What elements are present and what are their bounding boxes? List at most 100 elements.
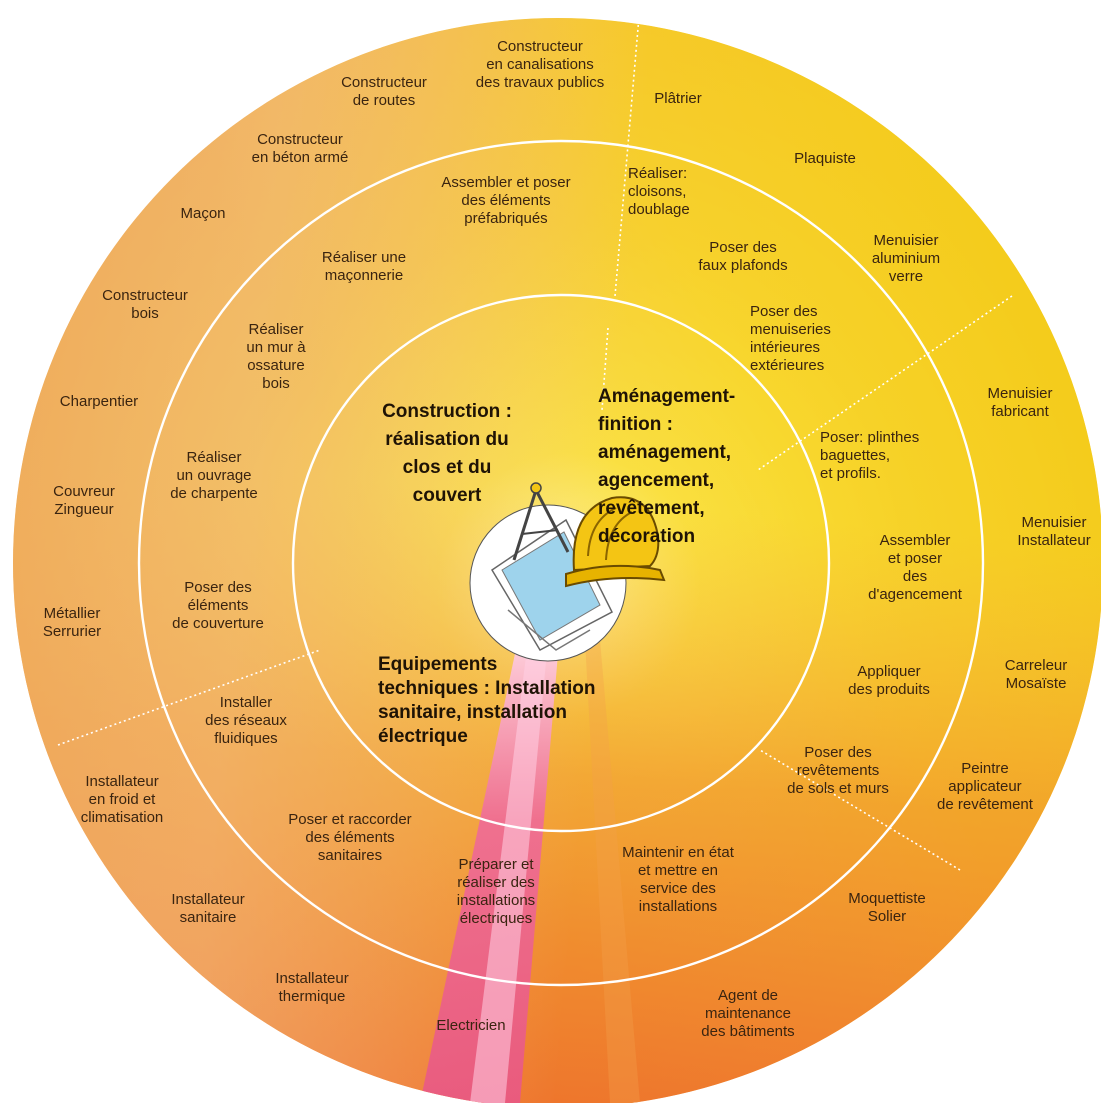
trade-label-line: Agent de xyxy=(718,987,778,1004)
outer-ring-boundary xyxy=(137,139,985,987)
trade-label-line: Plâtrier xyxy=(654,90,702,107)
skill-label-line: Poser et raccorder xyxy=(288,811,411,828)
skill-label-line: et mettre en xyxy=(638,862,718,879)
skill-label-line: et profils. xyxy=(820,465,881,482)
skill-label-line: bois xyxy=(262,375,290,392)
trade-label-line: Menuisier xyxy=(1021,514,1086,531)
trade-label-line: Mosaïste xyxy=(1006,675,1067,692)
skill-label-line: Réaliser xyxy=(186,449,241,466)
skill-label-line: Assembler xyxy=(880,532,951,549)
trade-label: Charpentier xyxy=(60,393,138,410)
sector-separators xyxy=(57,4,1013,871)
skill-label-line: de sols et murs xyxy=(787,780,889,797)
skill-label-line: extérieures xyxy=(750,357,824,374)
trade-label-line: thermique xyxy=(279,988,346,1005)
skill-label-line: Installer xyxy=(220,694,273,711)
skill-label-line: Poser des xyxy=(709,239,777,256)
skill-label-line: cloisons, xyxy=(628,183,686,200)
trade-label-line: Menuisier xyxy=(987,385,1052,402)
sector-title-equipements-line: sanitaire, installation xyxy=(378,702,567,723)
skill-label-line: installations xyxy=(639,898,717,915)
skill-label-line: ossature xyxy=(247,357,305,374)
skill-label-line: faux plafonds xyxy=(698,257,787,274)
skill-label-line: Poser des xyxy=(804,744,872,761)
trade-label-line: fabricant xyxy=(991,403,1049,420)
skill-label-line: Poser: plinthes xyxy=(820,429,919,446)
skill-label-line: et poser xyxy=(888,550,942,567)
trade-label-line: Carreleur xyxy=(1005,657,1068,674)
trade-label-line: Constructeur xyxy=(497,38,583,55)
trade-label-line: Zingueur xyxy=(54,501,113,518)
sector-title-construction-line: couvert xyxy=(413,485,482,506)
trade-label-line: Constructeur xyxy=(341,74,427,91)
trade-label: Plâtrier xyxy=(654,90,702,107)
sector-title-equipements-line: techniques : Installation xyxy=(378,678,595,699)
skill-label-line: des éléments xyxy=(461,192,550,209)
skill-label-line: de charpente xyxy=(170,485,258,502)
trade-label-line: en froid et xyxy=(89,791,157,808)
sector-title-amenagement-line: décoration xyxy=(598,526,695,547)
sector-title-amenagement-line: revêtement, xyxy=(598,498,705,519)
skill-label-line: Appliquer xyxy=(857,663,920,680)
compass-icon xyxy=(512,482,570,561)
skill-label-line: préfabriqués xyxy=(464,210,547,227)
skill-label-line: installations xyxy=(457,892,535,909)
trade-label-line: Solier xyxy=(868,908,906,925)
trade-label-line: Serrurier xyxy=(43,623,101,640)
skill-label-line: revêtements xyxy=(797,762,880,779)
trade-label-line: applicateur xyxy=(948,778,1021,795)
skill-label-line: un ouvrage xyxy=(176,467,251,484)
skill-label-line: doublage xyxy=(628,201,690,218)
skill-label-line: de couverture xyxy=(172,615,264,632)
trade-label-line: climatisation xyxy=(81,809,164,826)
trade-label-line: Constructeur xyxy=(102,287,188,304)
trade-label-line: verre xyxy=(889,268,923,285)
trade-label-line: de routes xyxy=(353,92,416,109)
trade-label-line: de revêtement xyxy=(937,796,1034,813)
skill-label-line: baguettes, xyxy=(820,447,890,464)
skill-label-line: Réaliser xyxy=(248,321,303,338)
skill-label-line: des éléments xyxy=(305,829,394,846)
skill-label-line: électriques xyxy=(460,910,533,927)
sector-title-amenagement-line: Aménagement- xyxy=(598,386,735,407)
skill-label-line: intérieures xyxy=(750,339,820,356)
skill-label: Réaliser:cloisons,doublage xyxy=(628,165,690,218)
skill-label-line: menuiseries xyxy=(750,321,831,338)
trade-label: Maçon xyxy=(180,205,225,222)
sector-title-equipements-line: électrique xyxy=(378,726,468,747)
sector-title-construction-line: réalisation du xyxy=(385,429,509,450)
trade-label-line: Peintre xyxy=(961,760,1009,777)
hard-hat-icon xyxy=(565,496,666,588)
skill-label-line: des produits xyxy=(848,681,930,698)
trade-label-line: Installateur xyxy=(1017,532,1090,549)
trade-label-line: Moquettiste xyxy=(848,890,926,907)
skill-label-line: Assembler et poser xyxy=(441,174,570,191)
skill-label-line: Maintenir en état xyxy=(622,844,735,861)
skill-label-line: sanitaires xyxy=(318,847,382,864)
skill-label-line: des réseaux xyxy=(205,712,287,729)
trade-label-line: Plaquiste xyxy=(794,150,856,167)
skill-label-line: un mur à xyxy=(246,339,306,356)
inner-ring-boundary xyxy=(291,293,831,833)
